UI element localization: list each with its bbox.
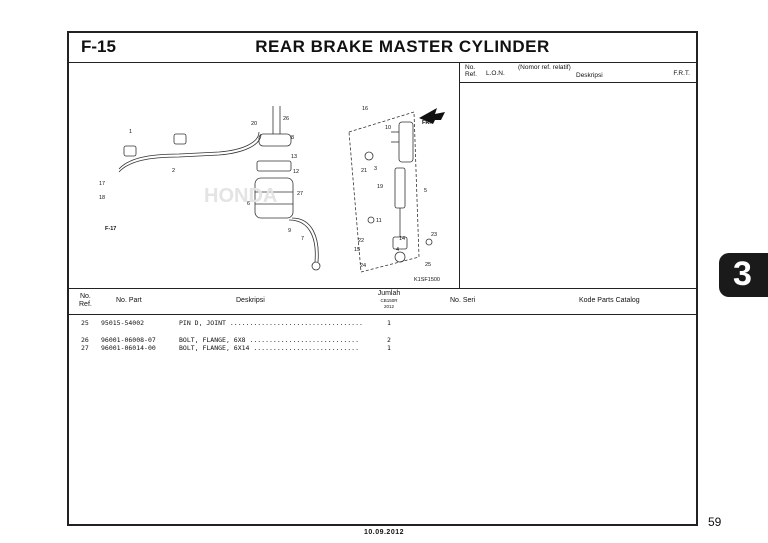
brand-watermark: HONDA (204, 185, 277, 207)
page-number: 59 (708, 515, 722, 529)
joint (394, 251, 406, 263)
row-ref: 25 (81, 319, 89, 327)
figure-code: F-15 (81, 37, 116, 56)
reservoir-body (254, 177, 294, 219)
diagram-drawing: HONDA FR. F-17 K1SF1500 1 2 3 4 5 6 7 8 … (99, 106, 445, 283)
section-tab: 3 (719, 253, 768, 297)
callout-2: 2 (172, 168, 175, 174)
callout-3: 3 (374, 166, 377, 172)
reference-panel-header: No. Ref. L.O.N. (Nomor ref. relatif) Des… (460, 62, 696, 83)
ref-no-label: No. (465, 64, 476, 71)
ref-ref-label: Ref. (465, 71, 477, 78)
callout-7: 7 (301, 236, 304, 242)
callout-17: 17 (99, 181, 105, 187)
master-cylinder-outline (348, 111, 420, 273)
exploded-diagram: HONDA FR. F-17 K1SF1500 1 2 3 4 5 6 7 8 … (69, 62, 460, 289)
row-part: 96001-06008-07 (101, 336, 156, 344)
callout-23: 23 (431, 232, 437, 238)
col-deskripsi: Deskripsi (236, 297, 265, 304)
col-seri: No. Seri (450, 297, 476, 304)
row-part: 96001-06014-00 (101, 344, 156, 352)
frt-label: F.R.T. (673, 70, 690, 77)
row-ref: 27 (81, 344, 89, 352)
figure-reference: F-17 (105, 226, 116, 232)
callout-16: 16 (362, 106, 368, 112)
callout-8: 8 (291, 135, 294, 141)
callout-9: 9 (288, 228, 291, 234)
reservoir-cap (258, 133, 292, 147)
callout-18: 18 (99, 195, 105, 201)
callout-5: 5 (424, 188, 427, 194)
front-mark-label: FR. (422, 120, 431, 126)
col-jumlah-year: 2012 (383, 304, 394, 309)
reference-panel: No. Ref. L.O.N. (Nomor ref. relatif) Des… (460, 62, 696, 289)
callout-10: 10 (385, 125, 391, 131)
hose-clip (311, 261, 321, 271)
callout-13: 13 (291, 154, 297, 160)
title-bar: F-15 REAR BRAKE MASTER CYLINDER (69, 33, 696, 63)
callout-1: 1 (129, 129, 132, 135)
brake-hose (118, 131, 260, 170)
callout-25: 25 (425, 262, 431, 268)
page-title: REAR BRAKE MASTER CYLINDER (255, 37, 550, 56)
row-desc: BOLT, FLANGE, 6X8 ......................… (179, 336, 360, 344)
clamp-left (123, 145, 137, 157)
col-kode: Kode Parts Catalog (579, 297, 640, 304)
print-date: 10.09.2012 (363, 529, 405, 536)
callout-11: 11 (376, 218, 382, 224)
diaphragm (256, 160, 292, 172)
lower-hose (288, 219, 316, 263)
nomor-label: (Nomor ref. relatif) (518, 64, 571, 71)
callouts: 1 2 3 4 5 6 7 8 9 10 11 12 13 14 15 16 1… (99, 106, 437, 269)
callout-4: 4 (396, 247, 399, 253)
col-part: No. Part (116, 297, 142, 304)
parts-table-header: No. Ref. No. Part Deskripsi Jumlah CB150… (69, 288, 696, 315)
callout-19: 19 (377, 184, 383, 190)
col-ref: Ref. (79, 301, 92, 308)
row-ref: 26 (81, 336, 89, 344)
callout-22: 22 (358, 238, 364, 244)
callout-24: 24 (360, 263, 366, 269)
deskripsi-label: Deskripsi (576, 72, 603, 79)
callout-12: 12 (293, 169, 299, 175)
front-arrow-icon (419, 108, 445, 124)
row-qty: 2 (387, 336, 391, 344)
row-desc: PIN D, JOINT ...........................… (179, 319, 363, 327)
callout-21: 21 (361, 168, 367, 174)
row-qty: 1 (387, 344, 391, 352)
callout-14: 14 (399, 236, 405, 242)
section-number: 3 (733, 255, 752, 293)
col-jumlah: Jumlah (377, 290, 401, 297)
row-desc: BOLT, FLANGE, 6X14 .....................… (179, 344, 360, 352)
catalog-frame: F-15 REAR BRAKE MASTER CYLINDER (67, 31, 698, 526)
clamp-right (173, 133, 187, 145)
callout-15: 15 (354, 247, 360, 253)
col-jumlah-model: CB150R (380, 298, 398, 303)
lon-label: L.O.N. (486, 70, 505, 77)
diagram-code: K1SF1500 (414, 277, 440, 283)
row-part: 95015-54002 (101, 319, 145, 327)
row-qty: 1 (387, 319, 391, 327)
callout-27: 27 (297, 191, 303, 197)
master-cylinder-body (398, 121, 414, 163)
callout-26: 26 (283, 116, 289, 122)
push-rod (392, 236, 408, 250)
col-no: No. (79, 293, 91, 300)
piston (394, 167, 406, 209)
callout-20: 20 (251, 121, 257, 127)
callout-6: 6 (247, 201, 250, 207)
